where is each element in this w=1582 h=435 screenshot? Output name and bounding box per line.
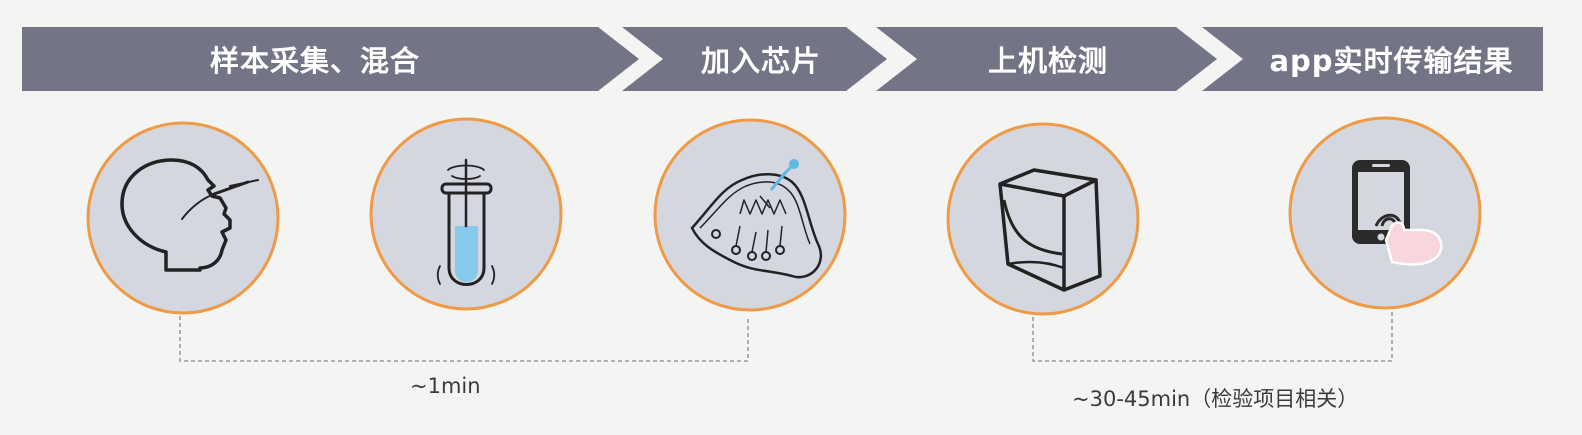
step-arrow-4 — [1202, 27, 1543, 91]
detection-device-icon — [998, 168, 1102, 292]
circle-4 — [946, 122, 1140, 316]
step-arrow-1 — [22, 27, 639, 91]
timing-label-2: ~30-45min（检验项目相关） — [1072, 387, 1359, 411]
step-label-3: 上机检测 — [987, 44, 1108, 78]
step-banner — [22, 27, 1543, 91]
microfluidic-chip-icon — [690, 159, 823, 279]
circle-3 — [653, 118, 847, 312]
step-label-1: 样本采集、混合 — [209, 44, 420, 78]
timing-bracket-2 — [1032, 310, 1393, 362]
step-arrow-2 — [622, 27, 887, 91]
timing-bracket-1 — [179, 316, 749, 362]
step-arrow-3 — [876, 27, 1217, 91]
timing-label-1: ~1min — [410, 374, 481, 398]
smartphone-tap-icon — [1352, 160, 1443, 266]
step-label-2: 加入芯片 — [700, 44, 821, 78]
step-label-4: app实时传输结果 — [1269, 44, 1514, 78]
head-swab-icon — [120, 158, 259, 272]
icon-circles — [86, 116, 1482, 316]
test-tube-icon — [436, 158, 496, 286]
